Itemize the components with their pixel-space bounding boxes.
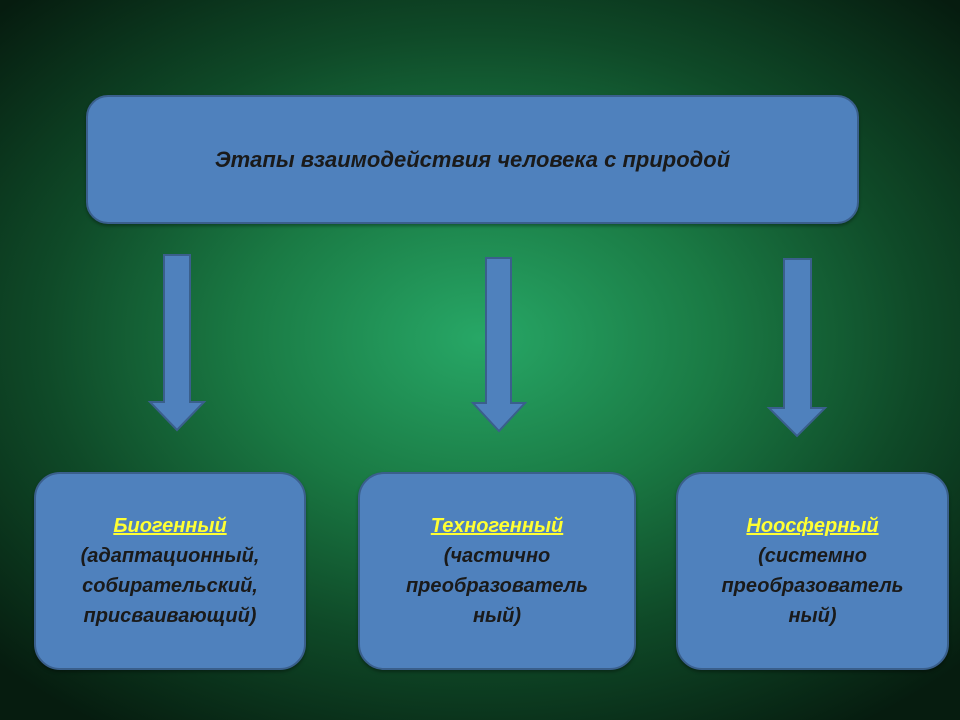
- stage-name: Техногенный: [430, 515, 564, 537]
- stage-description: (адаптационный, собирательский, присваив…: [80, 545, 260, 627]
- stage-box-technogenic: Техногенный (частично преобразователь ны…: [358, 472, 636, 670]
- stage-name: Биогенный: [113, 515, 227, 537]
- stage-name: Ноосферный: [746, 515, 879, 537]
- arrow-down-3: [766, 258, 828, 438]
- stage-description: (системно преобразователь ный): [721, 545, 904, 627]
- stage-box-biogenic: Биогенный (адаптационный, собирательский…: [34, 472, 306, 670]
- arrow-down-1: [147, 254, 207, 432]
- title-box: Этапы взаимодействия человека с природой: [86, 95, 859, 224]
- stage-description: (частично преобразователь ный): [405, 545, 589, 627]
- diagram-title: Этапы взаимодействия человека с природой: [214, 146, 731, 172]
- stage-box-noospheric: Ноосферный (системно преобразователь ный…: [676, 472, 949, 670]
- arrow-down-2: [470, 257, 528, 433]
